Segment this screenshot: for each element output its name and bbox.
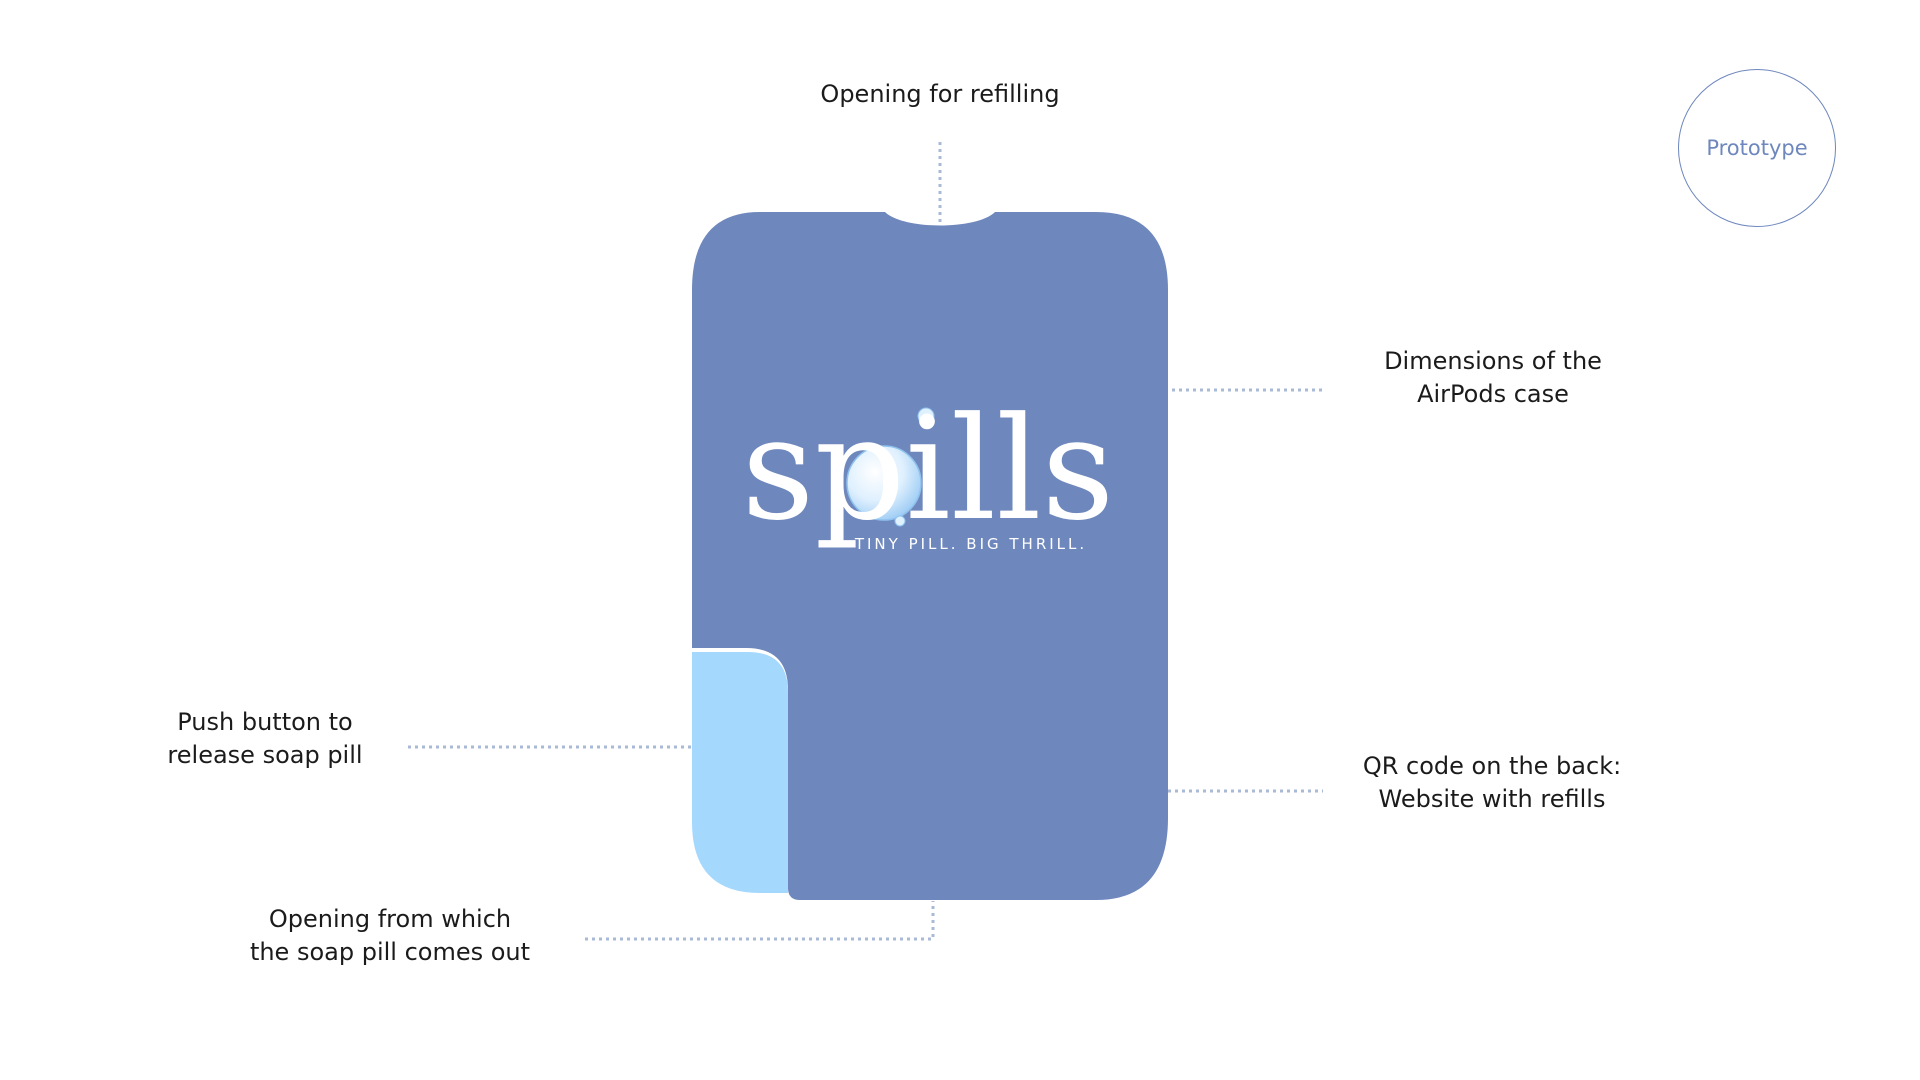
leader-line-pill-opening <box>585 901 935 941</box>
bubble-tiny-icon <box>894 515 906 527</box>
callout-push-button: Push button to release soap pill <box>167 708 363 769</box>
bubble-icon <box>846 445 922 521</box>
callout-refill-opening: Opening for refilling <box>820 80 1060 108</box>
push-button-part <box>692 652 788 893</box>
prototype-label: Prototype <box>1706 136 1808 160</box>
callout-qr-code: QR code on the back: Website with refill… <box>1362 752 1622 813</box>
case-body <box>692 212 1168 900</box>
prototype-badge: Prototype <box>1678 69 1836 227</box>
brand-name: spills <box>742 387 1115 552</box>
bubble-small-icon <box>917 407 935 425</box>
callout-dimensions: Dimensions of the AirPods case <box>1384 347 1602 408</box>
brand-tagline: TINY PILL. BIG THRILL. <box>854 535 1087 553</box>
brand-logo: spills TINY PILL. BIG THRILL. <box>742 387 1115 553</box>
callout-pill-opening: Opening from which the soap pill comes o… <box>249 905 531 966</box>
